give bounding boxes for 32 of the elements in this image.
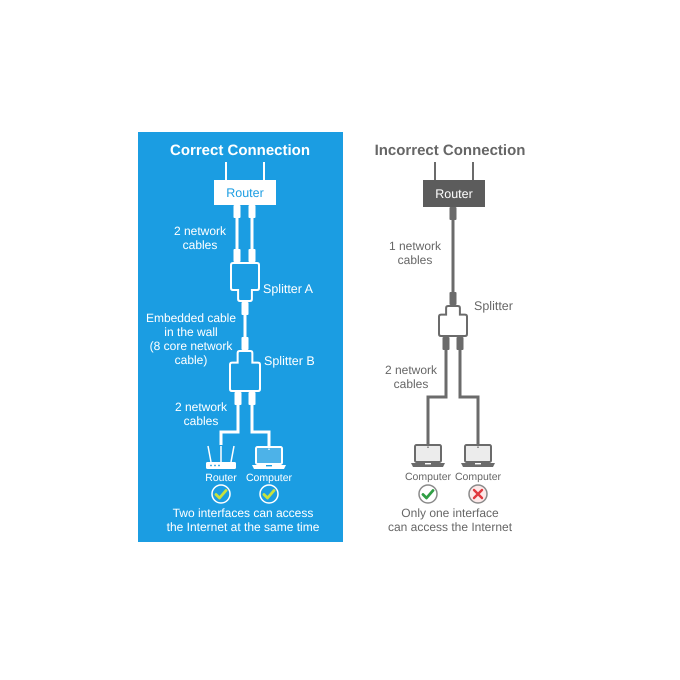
network-cable [234,205,240,262]
laptop-icon [461,444,495,467]
splitter-label: Splitter [474,300,513,313]
splitter-label: Splitter B [264,355,315,368]
cable-label: 2 network cables [174,224,226,252]
splitter-icon [438,305,468,337]
network-cable [248,392,270,446]
laptop-icon [252,446,286,469]
cable-label: 1 network cables [388,239,442,267]
laptop-icon [411,444,445,467]
caption-text: Only one interface can access the Internet [388,506,512,534]
device-label: Computer [246,472,292,485]
network-cable [248,205,256,262]
panel-heading: Correct Connection [170,142,310,160]
device-label: Computer [454,471,502,484]
router-box: Router [423,180,485,207]
section-heading: Incorrect Connection [374,142,526,160]
router-icon [205,445,237,470]
cable-label: Embedded cable in the wall (8 core network cable) [146,311,236,367]
router-box: Router [214,180,276,205]
splitter-icon [229,350,261,392]
panel [138,132,343,542]
network-cable [242,302,248,350]
network-cable [220,392,242,445]
device-label: Router [205,472,237,485]
panel-caption: Two interfaces can access the Internet at the same time [166,506,320,534]
splitter-label: Splitter A [263,283,314,296]
network-cable [450,207,456,305]
device-label: Computer [404,471,452,484]
splitter-icon [230,262,260,302]
cable-label: 2 network cables [174,400,228,428]
cable-label: 2 network cables [384,363,438,391]
